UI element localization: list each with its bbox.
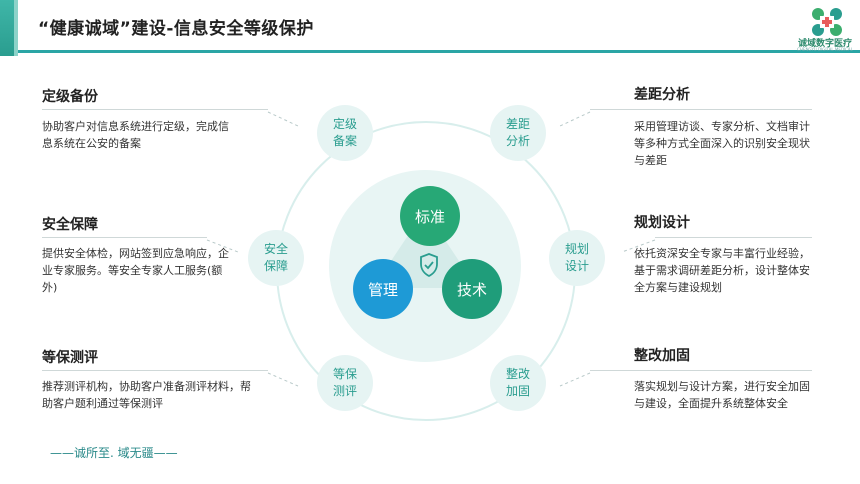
node-label: 分析	[505, 134, 530, 148]
section-title-gap-analysis: 差距分析	[634, 87, 690, 103]
section-rule	[590, 109, 812, 110]
node-gap-analysis: 差距 分析	[490, 105, 546, 161]
header-divider	[18, 50, 860, 53]
shield-check-icon	[420, 253, 438, 278]
section-title-planning: 规划设计	[634, 215, 690, 231]
section-rule	[42, 237, 207, 238]
core-standard: 标准	[400, 186, 460, 246]
section-desc-planning: 依托资深安全专家与丰富行业经验，基于需求调研差距分析，设计整体安全方案与建设规划	[634, 247, 810, 294]
node-label: 规划	[564, 242, 589, 256]
section-rule	[655, 237, 812, 238]
section-desc-gap-analysis: 采用管理访谈、专家分析、文档审计等多种方式全面深入的识别安全现状与差距	[634, 120, 810, 167]
section-title-evaluation: 等保测评	[42, 350, 98, 366]
node-label: 测评	[332, 384, 357, 398]
node-grading-filing: 定级 备案	[317, 105, 373, 161]
section-desc-evaluation: 推荐测评机构，协助客户准备测评材料，帮助客户题利通过等保测评	[42, 380, 251, 410]
node-planning-design: 规划 设计	[549, 230, 605, 286]
section-title-grading: 定级备份	[42, 89, 98, 105]
node-evaluation: 等保 测评	[317, 355, 373, 411]
logo-subtext: CHENGYU DIGITAL MEDICAL	[797, 47, 853, 52]
node-label: 加固	[505, 384, 530, 398]
node-label: 等保	[332, 367, 357, 381]
section-title-hardening: 整改加固	[634, 348, 690, 364]
node-security-assurance: 安全 保障	[248, 230, 304, 286]
connector-bot-right	[559, 372, 591, 387]
node-label: 定级	[332, 117, 357, 131]
logo-text: 诚域数字医疗	[797, 39, 852, 49]
node-label: 设计	[564, 259, 589, 273]
logo	[796, 4, 858, 50]
section-title-protection: 安全保障	[42, 217, 98, 233]
connector-top-right	[559, 111, 591, 127]
page-title: “健康诚域”建设-信息安全等级保护	[38, 19, 314, 39]
node-label: 差距	[505, 117, 530, 131]
section-rule	[590, 370, 812, 371]
connector-bot-left	[267, 372, 299, 387]
core-management: 管理	[353, 259, 413, 319]
header-accent-bar	[0, 0, 14, 56]
header-accent-stripe	[14, 0, 18, 56]
core-technology: 技术	[442, 259, 502, 319]
section-desc-hardening: 落实规划与设计方案，进行安全加固与建设，全面提升系统整体安全	[634, 380, 810, 410]
node-label: 整改	[505, 367, 530, 381]
node-label: 备案	[332, 134, 357, 148]
node-label: 安全	[263, 242, 288, 256]
motto: ——诚所至. 域无疆——	[50, 446, 178, 460]
node-label: 保障	[263, 259, 288, 273]
connector-top-left	[267, 111, 299, 127]
section-rule	[42, 109, 268, 110]
node-hardening: 整改 加固	[490, 355, 546, 411]
section-desc-grading: 协助客户对信息系统进行定级，完成信息系统在公安的备案	[42, 120, 229, 150]
section-rule	[42, 370, 268, 371]
logo-cross-icon	[812, 8, 842, 36]
section-desc-protection: 提供安全体检，网站签到应急响应，企业专家服务。等安全专家人工服务(额外)	[42, 247, 229, 294]
